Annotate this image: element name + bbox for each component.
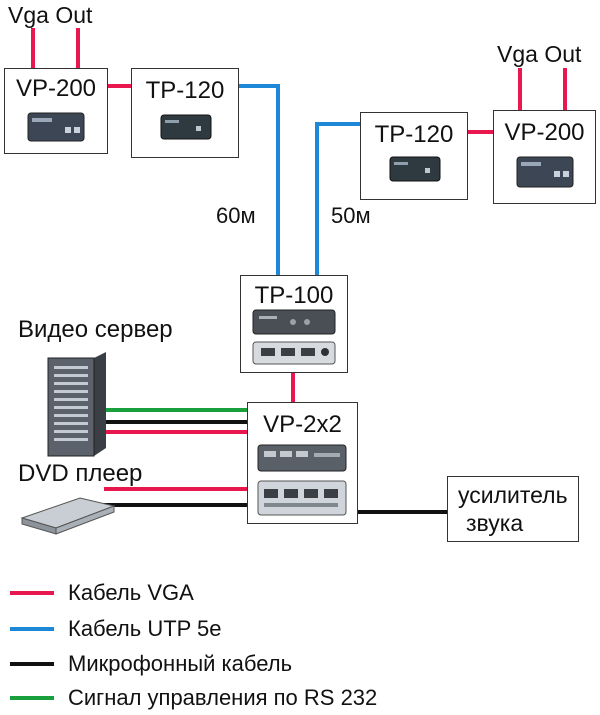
vp200-right-box: VP-200 (493, 110, 596, 204)
utp-tp120-left-tp100-cable (238, 84, 280, 275)
distance-60m-label: 60м (216, 203, 256, 228)
vp200-right-device-icon (516, 156, 574, 188)
vp2x2-device-icon (257, 444, 347, 516)
vp200-left-device-icon (27, 112, 85, 142)
vga-out-left-label: Vga Out (8, 2, 93, 28)
tp120-left-box: TP-120 (131, 68, 239, 158)
tp120-right-label: TP-120 (374, 121, 454, 148)
legend-label-vga: Кабель VGA (68, 580, 194, 605)
amplifier-label-line1: усилитель (458, 482, 568, 508)
video-server-icon (47, 352, 106, 457)
tp100-label: TP-100 (254, 282, 334, 309)
legend-swatch-vga (10, 591, 54, 595)
legend-label-rs232: Сигнал управления по RS 232 (68, 685, 378, 710)
dvd-player-label: DVD плеер (18, 460, 143, 487)
tp100-box: TP-100 (240, 275, 348, 373)
amplifier-box: усилитель звука (447, 476, 579, 542)
utp-tp120-right-tp100-cable (315, 122, 360, 275)
dvd-player-icon (20, 497, 116, 535)
tp100-device-icon (252, 309, 336, 365)
vp2x2-box: VP-2x2 (247, 402, 358, 524)
vga-out-right-label: Vga Out (497, 41, 582, 67)
legend-swatch-utp (10, 627, 54, 631)
amplifier-label-line2: звука (466, 510, 524, 536)
vp200-right-label: VP-200 (504, 119, 585, 146)
video-server-label: Видео сервер (18, 316, 173, 343)
legend-swatch-mic (10, 662, 54, 666)
vp200-left-box: VP-200 (4, 68, 108, 154)
tp120-right-box: TP-120 (360, 112, 468, 200)
tp120-left-label: TP-120 (145, 77, 225, 104)
legend-label-utp: Кабель UTP 5e (68, 616, 222, 641)
tp120-left-device-icon (160, 114, 212, 140)
vp2x2-label: VP-2x2 (263, 411, 342, 438)
distance-50m-label: 50м (331, 203, 371, 228)
vp200-left-label: VP-200 (15, 75, 97, 102)
tp120-right-device-icon (389, 156, 441, 182)
legend-swatch-rs232 (10, 696, 54, 700)
legend-label-mic: Микрофонный кабель (68, 651, 293, 676)
